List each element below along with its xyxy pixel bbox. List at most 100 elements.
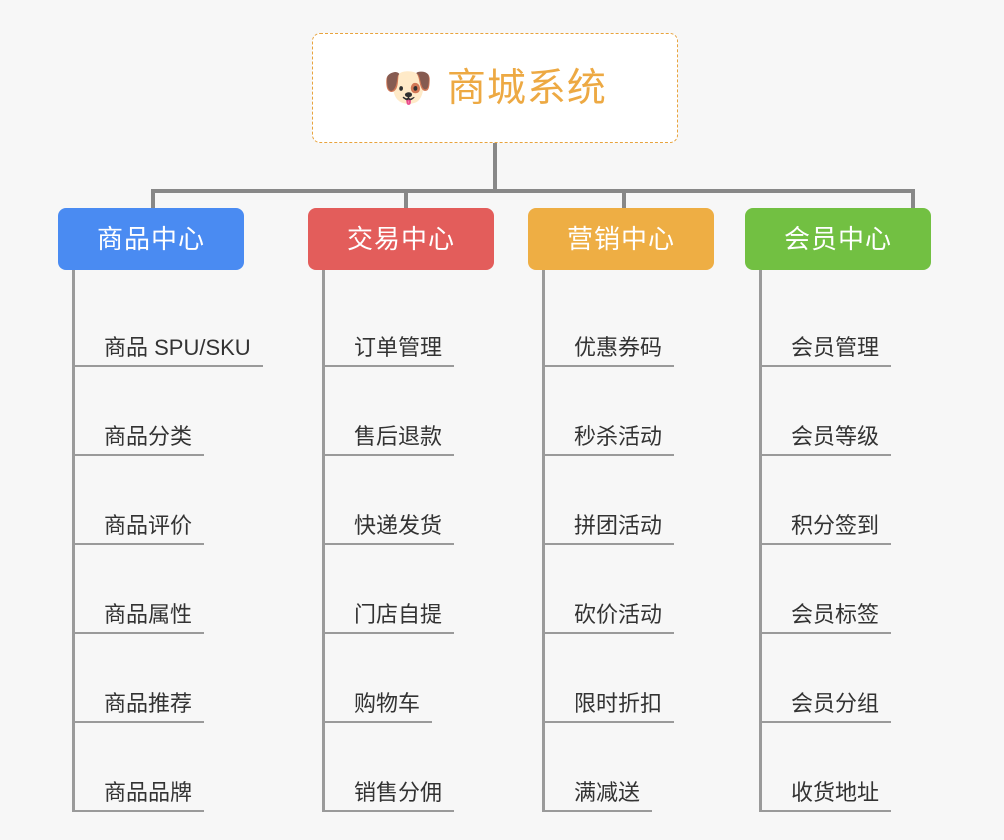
leaf-underline: [322, 365, 454, 367]
branch-spine: [759, 270, 762, 812]
leaf-item-box: 会员标签: [789, 601, 891, 634]
leaf-item[interactable]: 快递发货: [322, 456, 538, 545]
leaf-underline: [542, 632, 674, 634]
leaf-item-box: 砍价活动: [572, 601, 674, 634]
leaf-item-box: 拼团活动: [572, 512, 674, 545]
leaf-item-box: 收货地址: [789, 779, 891, 812]
leaf-item-label: 优惠券码: [574, 334, 663, 360]
leaf-underline: [72, 543, 204, 545]
leaf-item-label: 会员等级: [791, 423, 880, 449]
leaf-item[interactable]: 商品 SPU/SKU: [72, 278, 288, 367]
category-label: 会员中心: [783, 224, 892, 254]
leaf-list: 订单管理售后退款快递发货门店自提购物车销售分佣: [322, 270, 538, 812]
root-title: 商城系统: [446, 66, 607, 110]
leaf-item-label: 砍价活动: [574, 601, 663, 627]
leaf-item[interactable]: 商品品牌: [72, 723, 288, 812]
leaf-item[interactable]: 收货地址: [759, 723, 975, 812]
leaf-underline: [322, 632, 454, 634]
leaf-item[interactable]: 积分签到: [759, 456, 975, 545]
category-box-2[interactable]: 交易中心: [308, 208, 494, 270]
leaf-underline: [759, 543, 891, 545]
leaf-item-box: 商品属性: [102, 601, 204, 634]
leaf-item-label: 满减送: [574, 779, 641, 805]
leaf-item-box: 售后退款: [352, 423, 454, 456]
connector-root-stem: [493, 143, 497, 193]
leaf-item-label: 商品分类: [104, 423, 193, 449]
category-box-1[interactable]: 商品中心: [58, 208, 244, 270]
connector-drop-2: [404, 189, 408, 210]
leaf-item-label: 商品推荐: [104, 690, 193, 716]
leaf-item[interactable]: 订单管理: [322, 278, 538, 367]
leaf-item[interactable]: 商品属性: [72, 545, 288, 634]
leaf-item[interactable]: 商品推荐: [72, 634, 288, 723]
leaf-item-box: 商品 SPU/SKU: [102, 334, 263, 367]
leaf-item-box: 优惠券码: [572, 334, 674, 367]
leaf-item[interactable]: 会员分组: [759, 634, 975, 723]
leaf-item-label: 商品属性: [104, 601, 193, 627]
category-box-3[interactable]: 营销中心: [528, 208, 714, 270]
leaf-item-box: 满减送: [572, 779, 652, 812]
branch-spine: [72, 270, 75, 812]
category-label: 交易中心: [346, 224, 455, 254]
leaf-underline: [759, 365, 891, 367]
category-column-1: 商品中心商品 SPU/SKU 商品分类商品评价商品属性商品推荐商品品牌: [58, 208, 288, 812]
leaf-item-label: 销售分佣: [354, 779, 443, 805]
leaf-item-box: 门店自提: [352, 601, 454, 634]
root-node[interactable]: 🐶 商城系统: [312, 33, 678, 143]
leaf-item-label: 快递发货: [354, 512, 443, 538]
leaf-item[interactable]: 会员等级: [759, 367, 975, 456]
category-label: 营销中心: [566, 224, 675, 254]
leaf-item[interactable]: 砍价活动: [542, 545, 758, 634]
leaf-item[interactable]: 优惠券码: [542, 278, 758, 367]
leaf-item[interactable]: 购物车: [322, 634, 538, 723]
leaf-item[interactable]: 会员管理: [759, 278, 975, 367]
leaf-item-box: 秒杀活动: [572, 423, 674, 456]
leaf-item[interactable]: 限时折扣: [542, 634, 758, 723]
leaf-underline: [322, 543, 454, 545]
branch-spine: [322, 270, 325, 812]
leaf-underline: [759, 454, 891, 456]
leaf-item-box: 订单管理: [352, 334, 454, 367]
leaf-item-label: 商品品牌: [104, 779, 193, 805]
leaf-item[interactable]: 满减送: [542, 723, 758, 812]
leaf-item-label: 商品 SPU/SKU: [104, 334, 251, 360]
leaf-item-label: 门店自提: [354, 601, 443, 627]
leaf-item-label: 订单管理: [354, 334, 443, 360]
leaf-item-label: 会员分组: [791, 690, 880, 716]
category-label: 商品中心: [96, 224, 205, 254]
leaf-item-label: 拼团活动: [574, 512, 663, 538]
leaf-list: 优惠券码秒杀活动拼团活动砍价活动限时折扣满减送: [542, 270, 758, 812]
leaf-item-box: 商品评价: [102, 513, 204, 545]
connector-drop-4: [911, 189, 915, 210]
leaf-underline: [542, 721, 674, 723]
leaf-item-label: 售后退款: [354, 423, 443, 449]
leaf-item[interactable]: 秒杀活动: [542, 367, 758, 456]
leaf-underline: [72, 365, 263, 367]
leaf-item-label: 秒杀活动: [574, 423, 663, 449]
leaf-item[interactable]: 拼团活动: [542, 456, 758, 545]
leaf-item[interactable]: 门店自提: [322, 545, 538, 634]
leaf-item-box: 销售分佣: [352, 779, 454, 812]
leaf-item-label: 积分签到: [791, 512, 880, 538]
leaf-underline: [72, 454, 204, 456]
leaf-item[interactable]: 商品评价: [72, 456, 288, 545]
leaf-item[interactable]: 销售分佣: [322, 723, 538, 812]
leaf-underline: [542, 454, 674, 456]
leaf-item-label: 会员标签: [791, 601, 880, 627]
category-box-4[interactable]: 会员中心: [745, 208, 931, 270]
category-column-2: 交易中心订单管理售后退款快递发货门店自提购物车销售分佣: [308, 208, 538, 812]
leaf-item[interactable]: 售后退款: [322, 367, 538, 456]
leaf-item-label: 收货地址: [791, 779, 880, 805]
leaf-underline: [322, 721, 432, 723]
leaf-item-box: 商品推荐: [102, 690, 204, 723]
leaf-underline: [542, 810, 652, 812]
branch-spine: [542, 270, 545, 812]
leaf-item-box: 快递发货: [352, 512, 454, 545]
leaf-list: 会员管理会员等级积分签到会员标签会员分组收货地址: [759, 270, 975, 812]
leaf-item[interactable]: 会员标签: [759, 545, 975, 634]
leaf-item-box: 商品分类: [102, 423, 204, 456]
leaf-underline: [322, 810, 454, 812]
connector-drop-1: [151, 189, 155, 210]
leaf-item[interactable]: 商品分类: [72, 367, 288, 456]
